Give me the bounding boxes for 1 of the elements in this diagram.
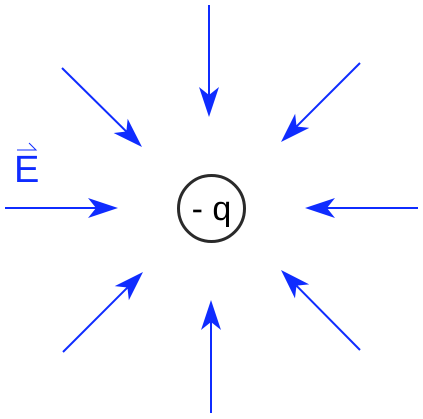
- vector-label: E: [14, 151, 40, 189]
